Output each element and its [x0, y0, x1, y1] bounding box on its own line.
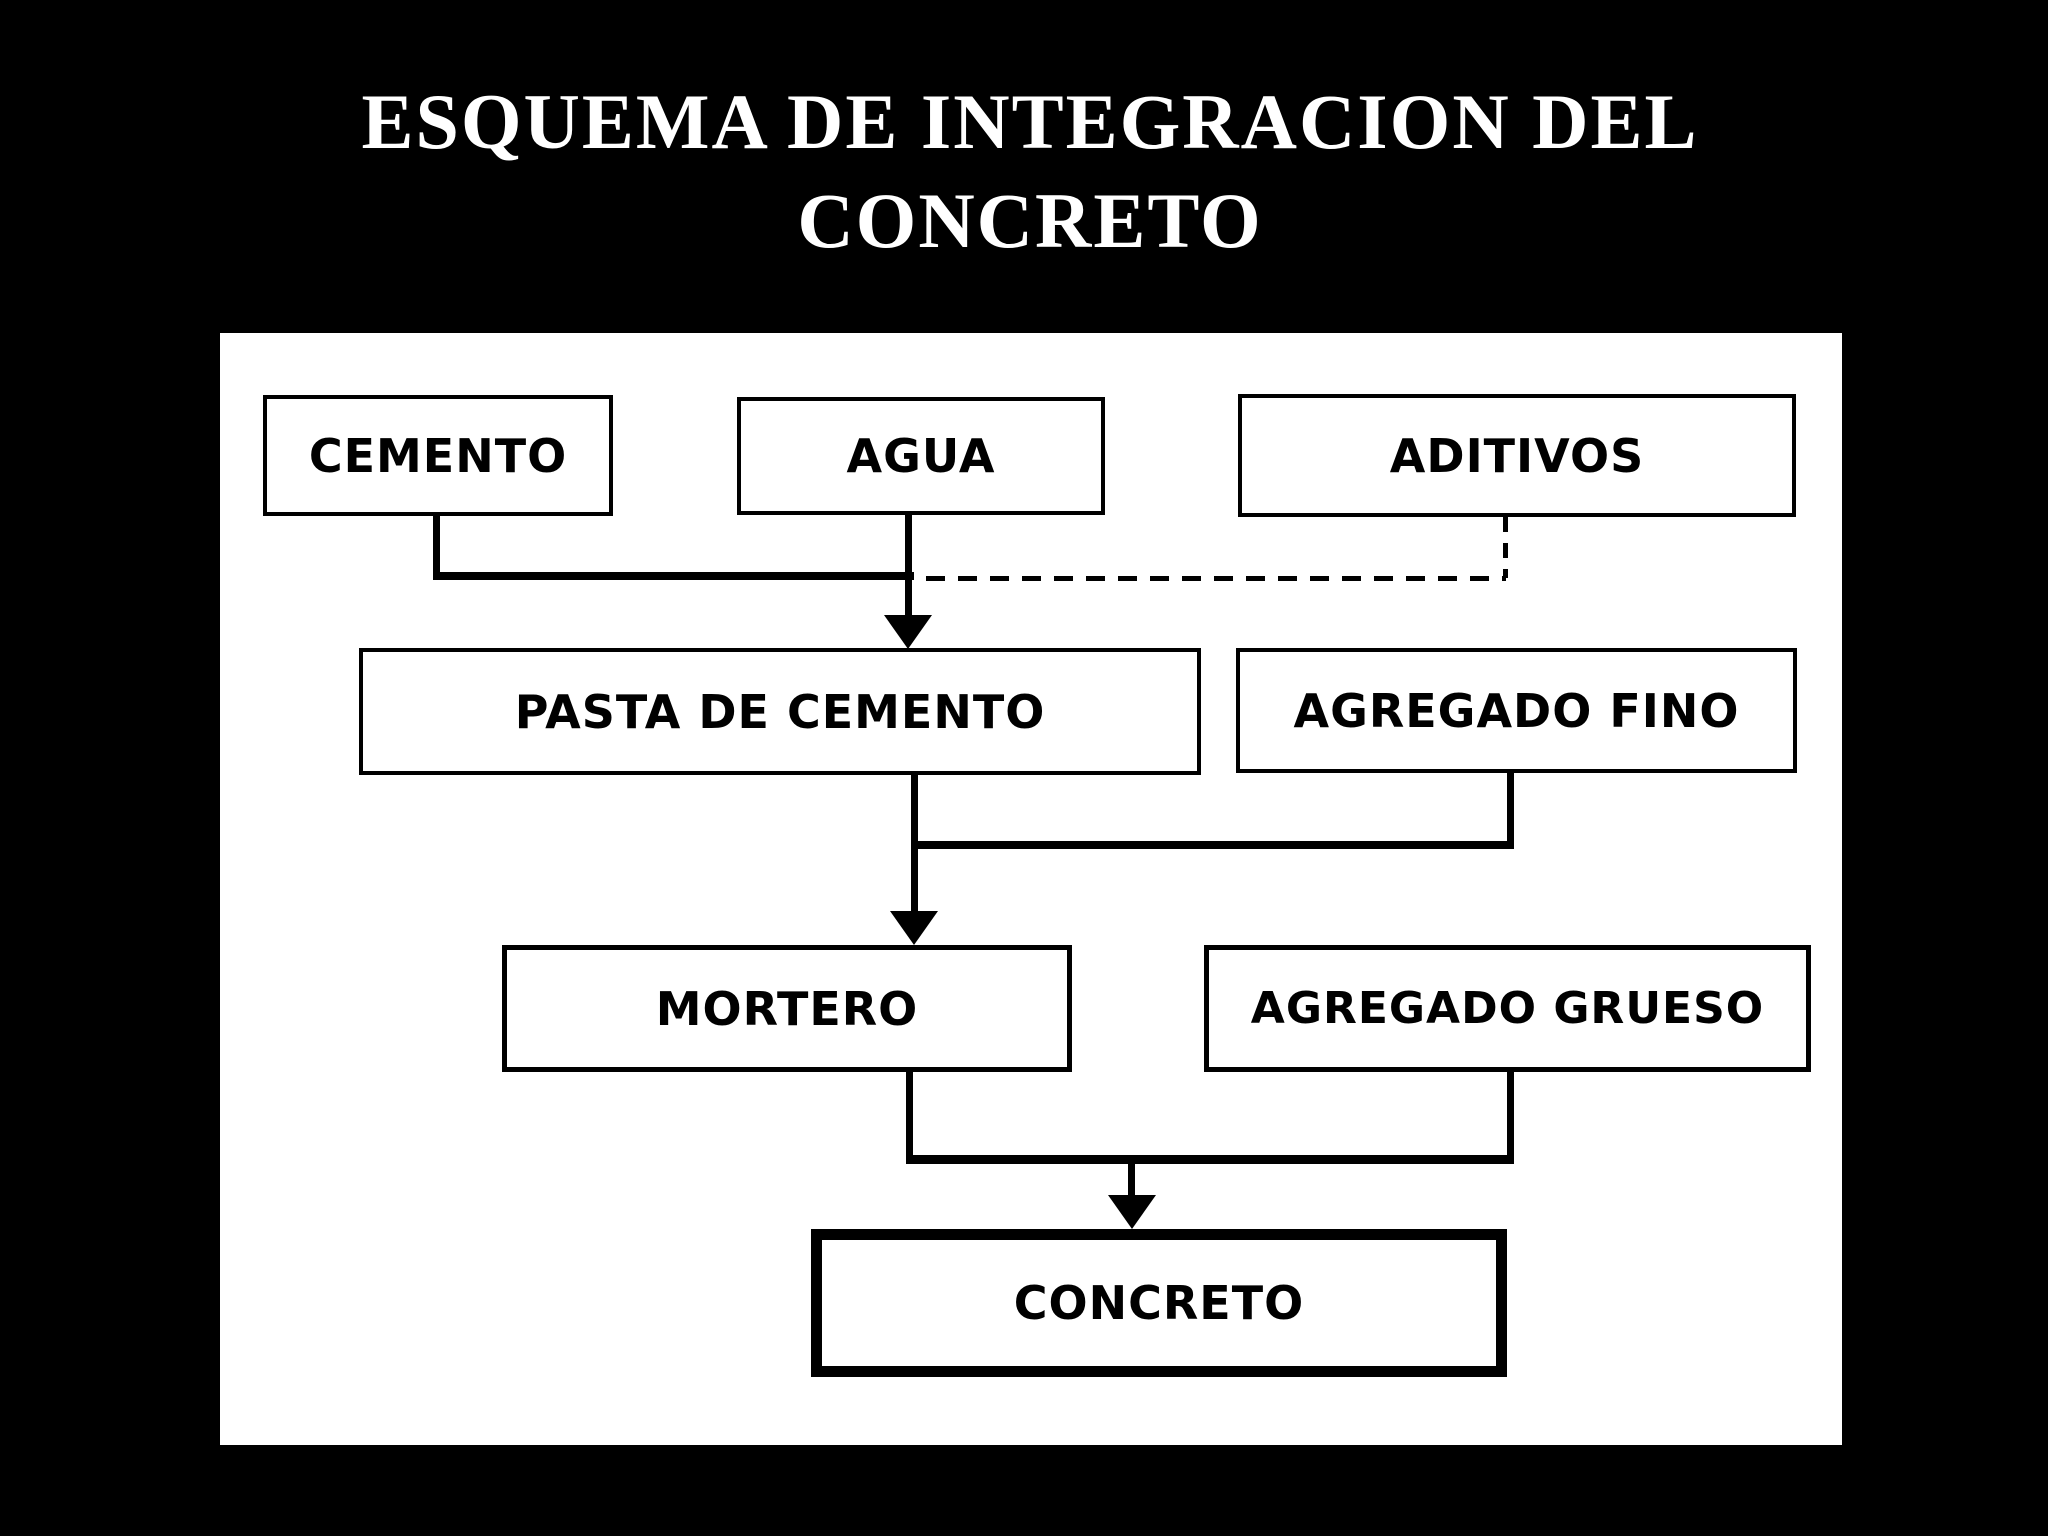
- title-line-2: CONCRETO: [797, 177, 1263, 264]
- node-concreto-label: CONCRETO: [1013, 1276, 1305, 1330]
- connector-concreto-vertical: [1128, 1164, 1135, 1199]
- node-aditivos-label: ADITIVOS: [1389, 428, 1645, 483]
- node-agregado-grueso: AGREGADO GRUESO: [1204, 945, 1811, 1072]
- arrowhead-into-mortero: [890, 911, 938, 945]
- node-agregado-fino: AGREGADO FINO: [1236, 648, 1797, 773]
- connector-mortero-grueso-horizontal: [906, 1155, 1514, 1164]
- node-mortero-label: MORTERO: [655, 981, 919, 1036]
- node-aditivos: ADITIVOS: [1238, 394, 1796, 517]
- node-mortero: MORTERO: [502, 945, 1072, 1072]
- connector-aditivos-dashed-horizontal: [926, 576, 1506, 581]
- connector-aditivos-dashed-vertical: [1503, 517, 1508, 578]
- node-cemento-label: CEMENTO: [308, 428, 568, 483]
- node-concreto: CONCRETO: [811, 1229, 1507, 1377]
- connector-agua-vertical: [905, 515, 912, 618]
- title-line-1: ESQUEMA DE INTEGRACION DEL: [361, 78, 1699, 165]
- node-agregado-grueso-label: AGREGADO GRUESO: [1250, 983, 1765, 1034]
- node-agua: AGUA: [737, 397, 1105, 515]
- connector-mortero-vertical: [906, 1072, 913, 1164]
- node-agregado-fino-label: AGREGADO FINO: [1293, 683, 1740, 738]
- connector-cemento-vertical: [433, 516, 440, 578]
- connector-pasta-fino-horizontal: [911, 841, 1514, 849]
- arrowhead-into-pasta: [884, 615, 932, 649]
- connector-cemento-horizontal: [433, 572, 914, 580]
- node-pasta-de-cemento: PASTA DE CEMENTO: [359, 648, 1201, 775]
- connector-grueso-vertical: [1507, 1072, 1514, 1164]
- concrete-integration-diagram: CEMENTO AGUA ADITIVOS PASTA DE CEMENTO A…: [220, 333, 1842, 1445]
- arrowhead-into-concreto: [1108, 1195, 1156, 1229]
- connector-fino-vertical: [1507, 773, 1514, 849]
- slide-title: ESQUEMA DE INTEGRACION DEL CONCRETO: [0, 72, 2048, 270]
- node-pasta-de-cemento-label: PASTA DE CEMENTO: [514, 684, 1046, 739]
- node-agua-label: AGUA: [846, 429, 996, 483]
- node-cemento: CEMENTO: [263, 395, 613, 516]
